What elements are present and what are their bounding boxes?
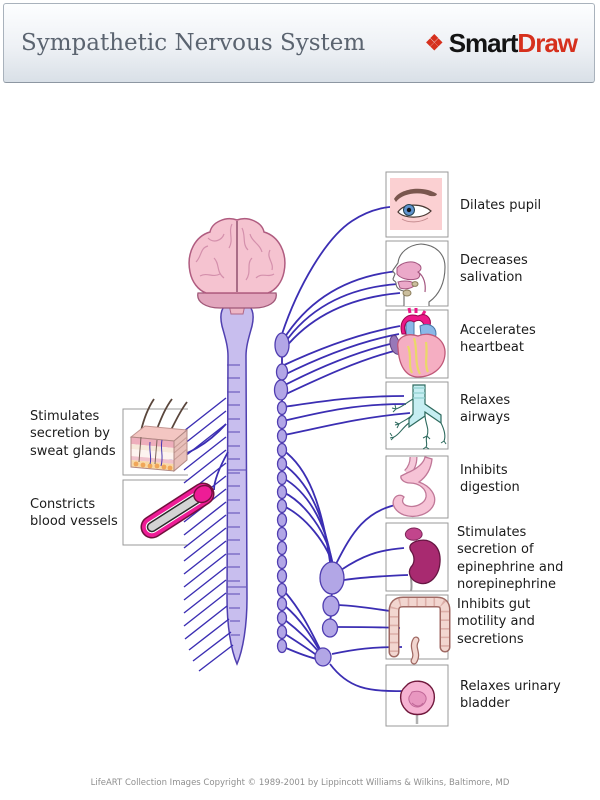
- eye-icon: [390, 178, 442, 230]
- nerve-to-heart-4: [283, 349, 399, 396]
- nerve-to-heart-2: [281, 333, 400, 377]
- nerve-to-bladder: [329, 663, 405, 693]
- splanchnic-nerve-4: [282, 491, 334, 567]
- sweat-glands-icon: [129, 398, 189, 473]
- bladder-icon: [399, 680, 436, 724]
- nerve-to-salivary-2: [283, 283, 399, 345]
- nerve-to-heart-1: [281, 325, 401, 367]
- nerve-to-heart-3: [282, 341, 400, 387]
- nerve-to-eye: [281, 205, 408, 335]
- spinal-nerves-left: [183, 397, 234, 672]
- label-blood-vessels: Constricts blood vessels: [30, 497, 118, 530]
- copyright-notice: LifeART Collection Images Copyright © 19…: [90, 778, 510, 788]
- page-title: Sympathetic Nervous System: [21, 30, 366, 56]
- chain-converge-5: [285, 647, 318, 660]
- intestines-icon: [388, 596, 451, 665]
- label-dilates-pupil: Dilates pupil: [460, 198, 542, 213]
- heart-icon: [389, 307, 446, 378]
- bronchi-icon: [389, 384, 447, 450]
- middle-cervical-ganglion: [275, 363, 289, 381]
- superior-cervical-ganglion: [274, 332, 290, 358]
- chain-converge-1: [284, 591, 322, 652]
- stomach-icon: [392, 456, 436, 518]
- nerve-to-kidney-2: [343, 574, 409, 581]
- nerve-to-salivary-1: [282, 270, 399, 341]
- spinal-cord-segments: [227, 364, 247, 636]
- nerve-to-salivary-3: [284, 292, 401, 349]
- nerve-to-airways-3: [283, 412, 411, 436]
- label-relaxes-bladder: Relaxes urinary bladder: [460, 679, 561, 712]
- brain-icon: [188, 218, 286, 315]
- salivary-glands-icon: [392, 243, 446, 306]
- label-relaxes-airways: Relaxes airways: [460, 393, 511, 426]
- nerve-to-blood-vessel: [213, 451, 229, 491]
- brain-gyri: [195, 223, 275, 281]
- nerve-to-kidney-1: [340, 547, 405, 571]
- nerve-to-airways-1: [282, 395, 405, 408]
- spinal-cord: [220, 299, 254, 666]
- splanchnic-nerve-1: [282, 449, 331, 563]
- aorticorenal-ganglion: [321, 618, 339, 638]
- superior-mesenteric-ganglion: [322, 595, 340, 617]
- stellate-ganglion: [273, 379, 289, 401]
- inferior-mesenteric-ganglion: [314, 647, 332, 667]
- nerve-to-airways-2: [282, 403, 407, 422]
- label-sweat-glands: Stimulates secretion by sweat glands: [30, 409, 116, 459]
- logo-text-smart: Smart: [448, 27, 519, 58]
- logo-text-draw: Draw: [517, 27, 578, 58]
- label-decreases-salivation: Decreases salivation: [460, 253, 528, 286]
- celiac-ganglion: [319, 561, 345, 595]
- adrenal-kidney-icon: [404, 527, 441, 592]
- diamonds-icon: ❖: [424, 31, 444, 55]
- label-accelerates-heartbeat: Accelerates heartbeat: [460, 323, 536, 356]
- label-inhibits-gut-motility: Inhibits gut motility and secretions: [457, 597, 535, 647]
- cerebellum: [197, 292, 277, 309]
- label-stimulates-epinephrine: Stimulates secretion of epinephrine and …: [457, 525, 564, 592]
- label-inhibits-digestion: Inhibits digestion: [460, 463, 520, 496]
- nerve-to-stomach: [335, 503, 401, 565]
- sympathetic-chain: [273, 332, 345, 667]
- blood-vessel-icon: [140, 482, 215, 539]
